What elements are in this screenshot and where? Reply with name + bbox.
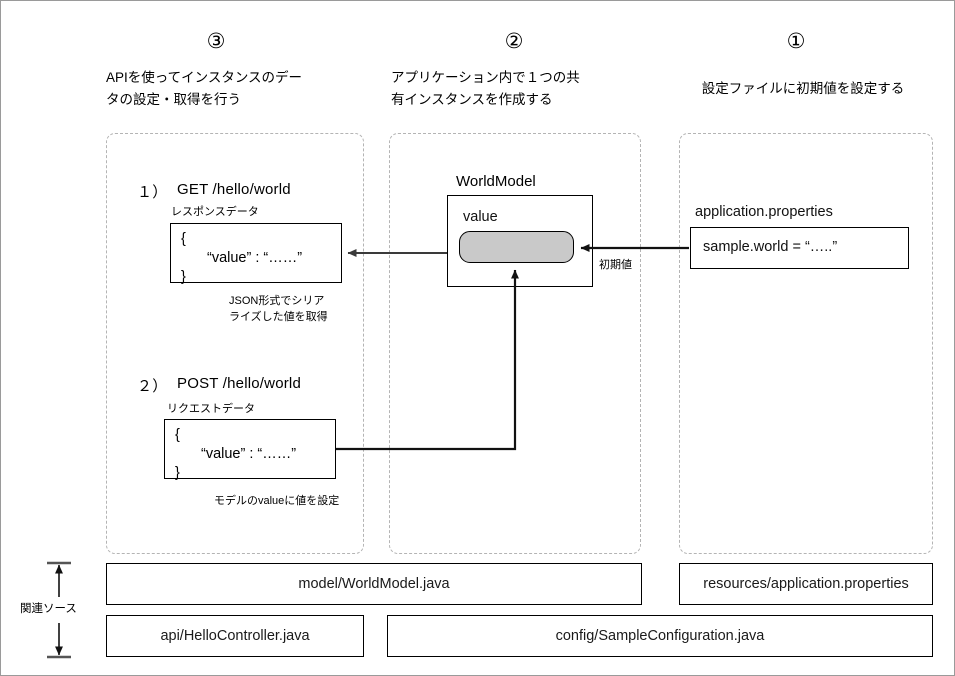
column-caption-2-line2: 有インスタンスを作成する	[391, 92, 553, 107]
get-note: JSON形式でシリア ライズした値を取得	[229, 293, 328, 325]
column-number-2: ②	[504, 29, 524, 53]
column-caption-3-line1: APIを使ってインスタンスのデー	[106, 70, 303, 85]
post-note-line1: モデルのvalueに値を設定	[214, 495, 340, 507]
get-endpoint-label: GET /hello/world	[177, 181, 291, 198]
post-json-body: “value” : “……”	[201, 446, 297, 462]
source-box-hellocontroller-text: api/HelloController.java	[160, 628, 310, 644]
post-request-json-box: { “value” : “……” }	[164, 419, 336, 481]
post-request-data-label: リクエストデータ	[167, 403, 255, 415]
related-sources-label: 関連ソース	[20, 603, 77, 615]
source-box-worldmodel-text: model/WorldModel.java	[298, 576, 450, 592]
column-caption-1-line1: 設定ファイルに初期値を設定する	[701, 81, 905, 96]
world-model-field-label: value	[463, 209, 498, 225]
source-box-application-properties-text: resources/application.properties	[703, 576, 909, 592]
post-json-close: }	[175, 465, 180, 481]
source-box-sampleconfiguration-text: config/SampleConfiguration.java	[555, 628, 765, 644]
get-json-body: “value” : “……”	[207, 250, 303, 266]
get-json-open: {	[181, 231, 186, 247]
post-index-label: ２）	[137, 378, 168, 395]
column-caption-3: APIを使ってインスタンスのデー タの設定・取得を行う	[106, 67, 361, 111]
post-note: モデルのvalueに値を設定	[214, 493, 339, 509]
application-properties-box: sample.world = “…..”	[690, 227, 909, 269]
post-endpoint-label: POST /hello/world	[177, 375, 302, 392]
column-number-3: ③	[206, 29, 226, 53]
get-json-close: }	[181, 269, 186, 285]
column-caption-1: 設定ファイルに初期値を設定する	[673, 78, 933, 100]
source-box-hellocontroller[interactable]: api/HelloController.java	[106, 615, 364, 657]
get-note-line1: JSON形式でシリア	[229, 295, 325, 307]
source-box-sampleconfiguration[interactable]: config/SampleConfiguration.java	[387, 615, 933, 657]
get-response-json-box: { “value” : “……” }	[170, 223, 342, 285]
application-properties-label: application.properties	[695, 204, 833, 220]
initial-value-arrow-label: 初期値	[599, 259, 632, 271]
panel-config	[679, 133, 933, 554]
get-index-label: １）	[137, 184, 168, 201]
get-note-line2: ライズした値を取得	[229, 311, 328, 323]
column-caption-2: アプリケーション内で１つの共 有インスタンスを作成する	[391, 67, 641, 111]
column-number-1: ①	[786, 29, 806, 53]
get-response-data-label: レスポンスデータ	[171, 206, 259, 218]
source-box-worldmodel[interactable]: model/WorldModel.java	[106, 563, 642, 605]
column-caption-3-line2: タの設定・取得を行う	[106, 92, 241, 107]
world-model-value-slot	[459, 231, 574, 263]
sample-world-property: sample.world = “…..”	[703, 239, 838, 255]
world-model-title: WorldModel	[456, 173, 536, 190]
post-json-open: {	[175, 427, 180, 443]
column-caption-2-line1: アプリケーション内で１つの共	[391, 70, 580, 85]
source-box-application-properties[interactable]: resources/application.properties	[679, 563, 933, 605]
